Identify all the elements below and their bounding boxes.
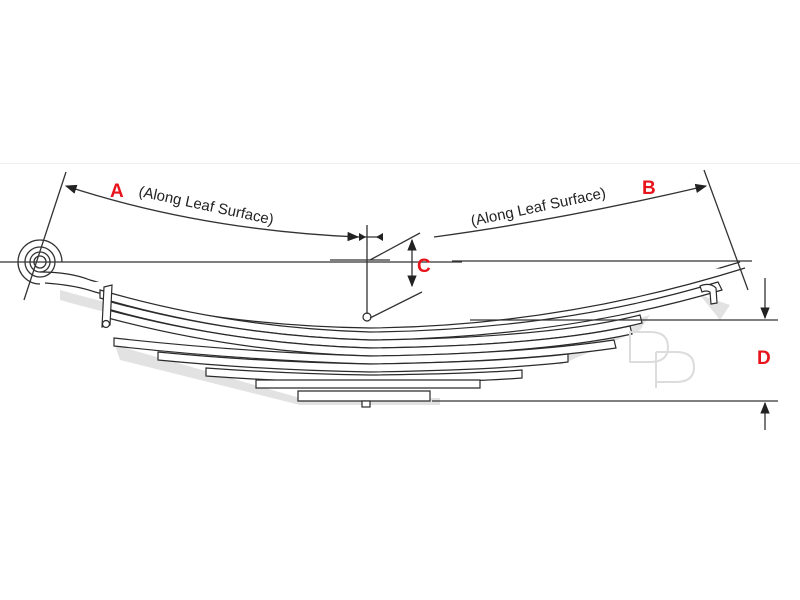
dimension-d: D (432, 278, 778, 430)
center-bolt-head (362, 312, 372, 322)
dimension-a-note: (Along Leaf Surface) (137, 183, 275, 228)
right-hook-end (699, 283, 718, 305)
center-gap-marker (358, 225, 383, 314)
main-leaf (39, 261, 746, 329)
center-bolt-tail (361, 400, 371, 408)
dimension-b-note: (Along Leaf Surface) (469, 185, 607, 230)
watermark-logo (629, 331, 696, 388)
dimension-c: C (330, 232, 431, 319)
dimension-b-letter: B (642, 178, 656, 199)
spring-leaves (99, 281, 723, 408)
dimension-c-letter: C (417, 256, 431, 277)
top-divider (0, 163, 800, 164)
dimension-d-letter: D (757, 348, 771, 369)
dimension-a-letter: A (110, 181, 124, 202)
rebound-clip (101, 284, 113, 329)
